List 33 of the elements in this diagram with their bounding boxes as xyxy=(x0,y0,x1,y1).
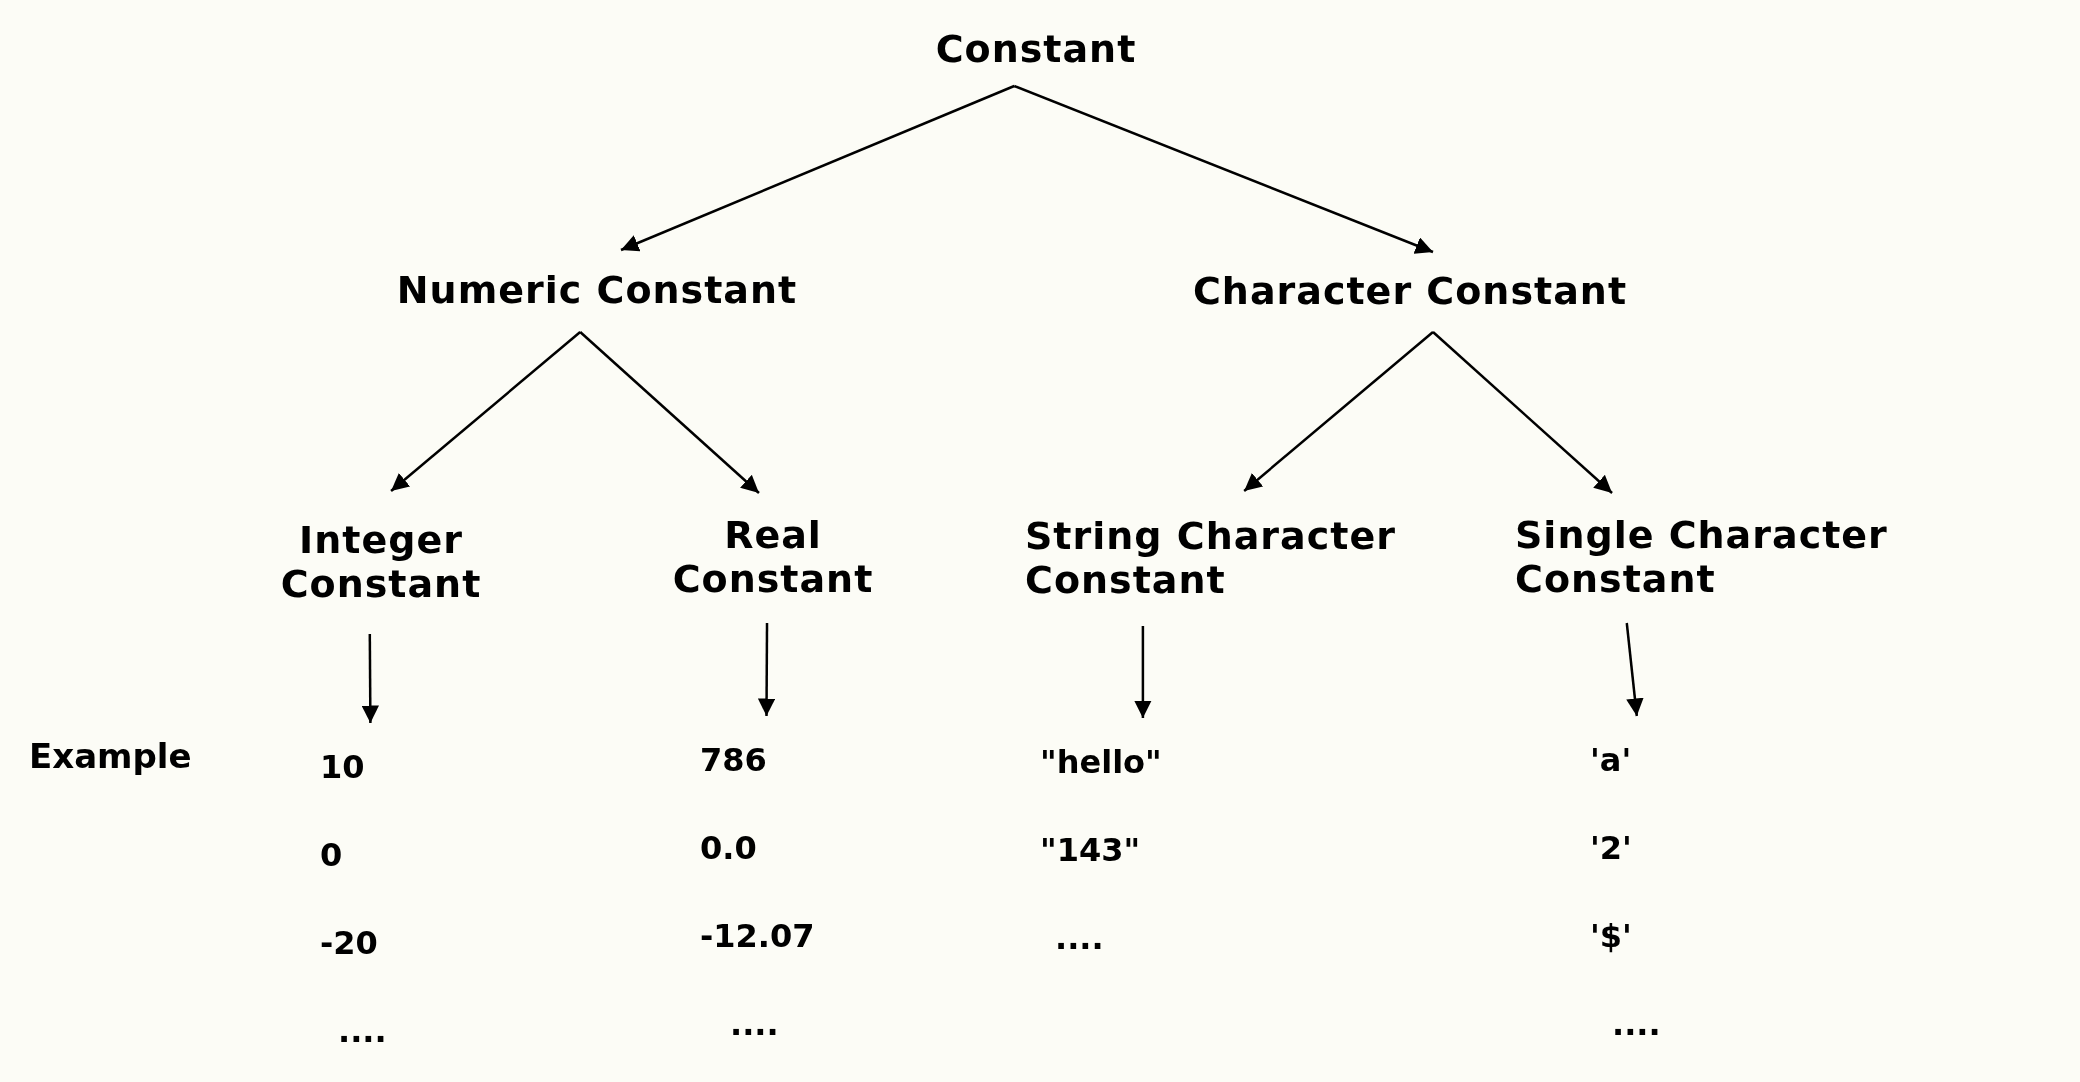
arrow xyxy=(1432,331,1613,494)
example-value: .... xyxy=(337,1011,387,1052)
arrow xyxy=(390,331,581,492)
category-label: Numeric Constant xyxy=(396,269,798,313)
arrow xyxy=(1243,331,1434,492)
example-value: '2' xyxy=(1590,828,1632,869)
example-value: -12.07 xyxy=(700,916,815,957)
example-value: 0.0 xyxy=(700,828,757,869)
arrow xyxy=(1625,622,1644,717)
example-value: "143" xyxy=(1040,830,1141,871)
category-label: Character Constant xyxy=(1192,270,1628,314)
example-value: .... xyxy=(1611,1004,1661,1045)
arrow xyxy=(579,331,760,494)
category-label: Constant xyxy=(935,28,1137,72)
example-value: 786 xyxy=(700,740,767,781)
category-label: Integer Constant xyxy=(279,518,483,607)
arrow xyxy=(620,84,1015,252)
example-value: "hello" xyxy=(1040,742,1162,783)
example-value: .... xyxy=(729,1004,779,1045)
row-label: Example xyxy=(29,736,192,776)
arrow xyxy=(1134,626,1152,718)
example-value: '$' xyxy=(1590,916,1632,957)
example-value: -20 xyxy=(320,923,378,964)
category-label: Real Constant xyxy=(671,514,875,602)
example-value: 0 xyxy=(320,835,343,876)
arrow xyxy=(1013,84,1434,254)
arrow xyxy=(361,634,380,723)
category-label: Single Character Constant xyxy=(1515,514,1889,602)
example-value: 'a' xyxy=(1590,740,1632,781)
example-value: 10 xyxy=(320,747,365,788)
arrow xyxy=(757,623,776,716)
example-value: .... xyxy=(1054,918,1104,959)
category-label: String Character Constant xyxy=(1025,514,1397,603)
